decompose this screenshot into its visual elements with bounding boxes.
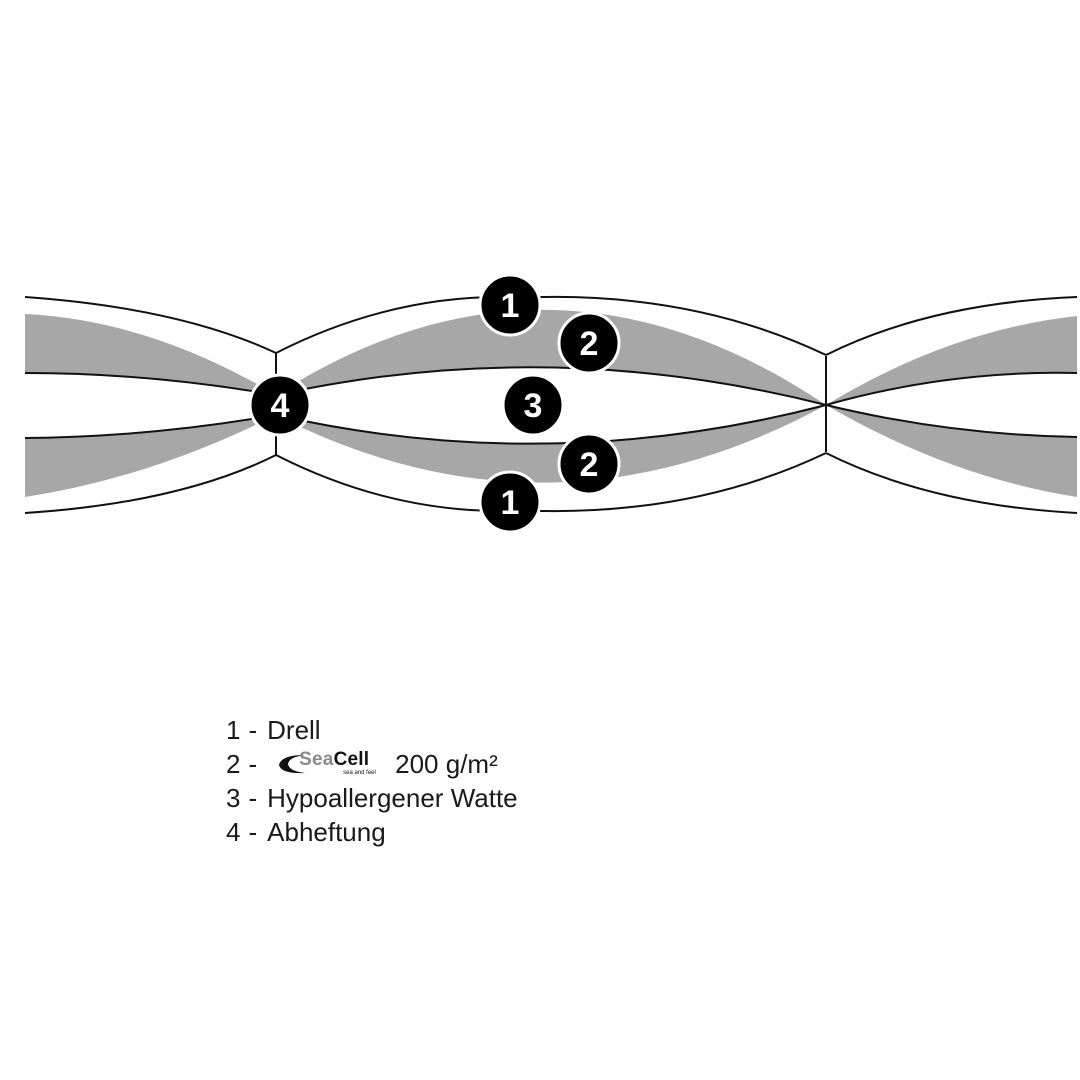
legend-item-seacell: 2 - SeaCell sea and feel 200 g/m² [226, 747, 518, 781]
legend-label: Drell [267, 715, 321, 745]
right-bottom-fill-layer [826, 405, 1077, 497]
legend-number: 4 [226, 817, 241, 847]
svg-text:1: 1 [501, 287, 520, 325]
cover-outlines [24, 295, 1078, 514]
seacell-swoosh-icon [279, 755, 306, 774]
marker-3-core: 3 [501, 373, 565, 437]
right-top-fill-layer [826, 316, 1077, 405]
legend-item-abheftung: 4 - Abheftung [226, 815, 518, 849]
legend-separator: - [248, 817, 258, 847]
svg-text:2: 2 [580, 325, 599, 363]
marker-1-top: 1 [478, 273, 542, 337]
seacell-logo: SeaCell sea and feel [277, 749, 385, 779]
left-top-fill-layer [25, 314, 276, 395]
marker-1-bottom: 1 [478, 470, 542, 534]
svg-text:4: 4 [271, 387, 290, 425]
legend-separator: - [248, 783, 258, 813]
legend-label: Abheftung [267, 817, 386, 847]
legend-separator: - [248, 715, 258, 745]
svg-text:1: 1 [501, 484, 520, 522]
legend: 1 - Drell 2 - SeaCell sea and feel 200 g… [226, 713, 518, 849]
legend-item-watte: 3 - Hypoallergener Watte [226, 781, 518, 815]
seacell-tagline: sea and feel [343, 770, 376, 776]
middle-top-fill-layer [276, 309, 826, 405]
core-outlines [24, 366, 1078, 445]
legend-number: 2 [226, 749, 241, 779]
marker-2-top: 2 [557, 311, 621, 375]
legend-separator: - [248, 749, 258, 779]
marker-4-quilting: 4 [248, 373, 312, 437]
svg-text:2: 2 [580, 446, 599, 484]
left-bottom-fill-layer [25, 415, 276, 497]
svg-text:3: 3 [524, 387, 543, 425]
legend-label: 200 g/m² [395, 749, 498, 779]
seacell-wordmark: SeaCell [299, 749, 370, 770]
legend-number: 3 [226, 783, 241, 813]
legend-label: Hypoallergener Watte [267, 783, 518, 813]
marker-2-bottom: 2 [557, 432, 621, 496]
legend-item-drell: 1 - Drell [226, 713, 518, 747]
legend-number: 1 [226, 715, 241, 745]
